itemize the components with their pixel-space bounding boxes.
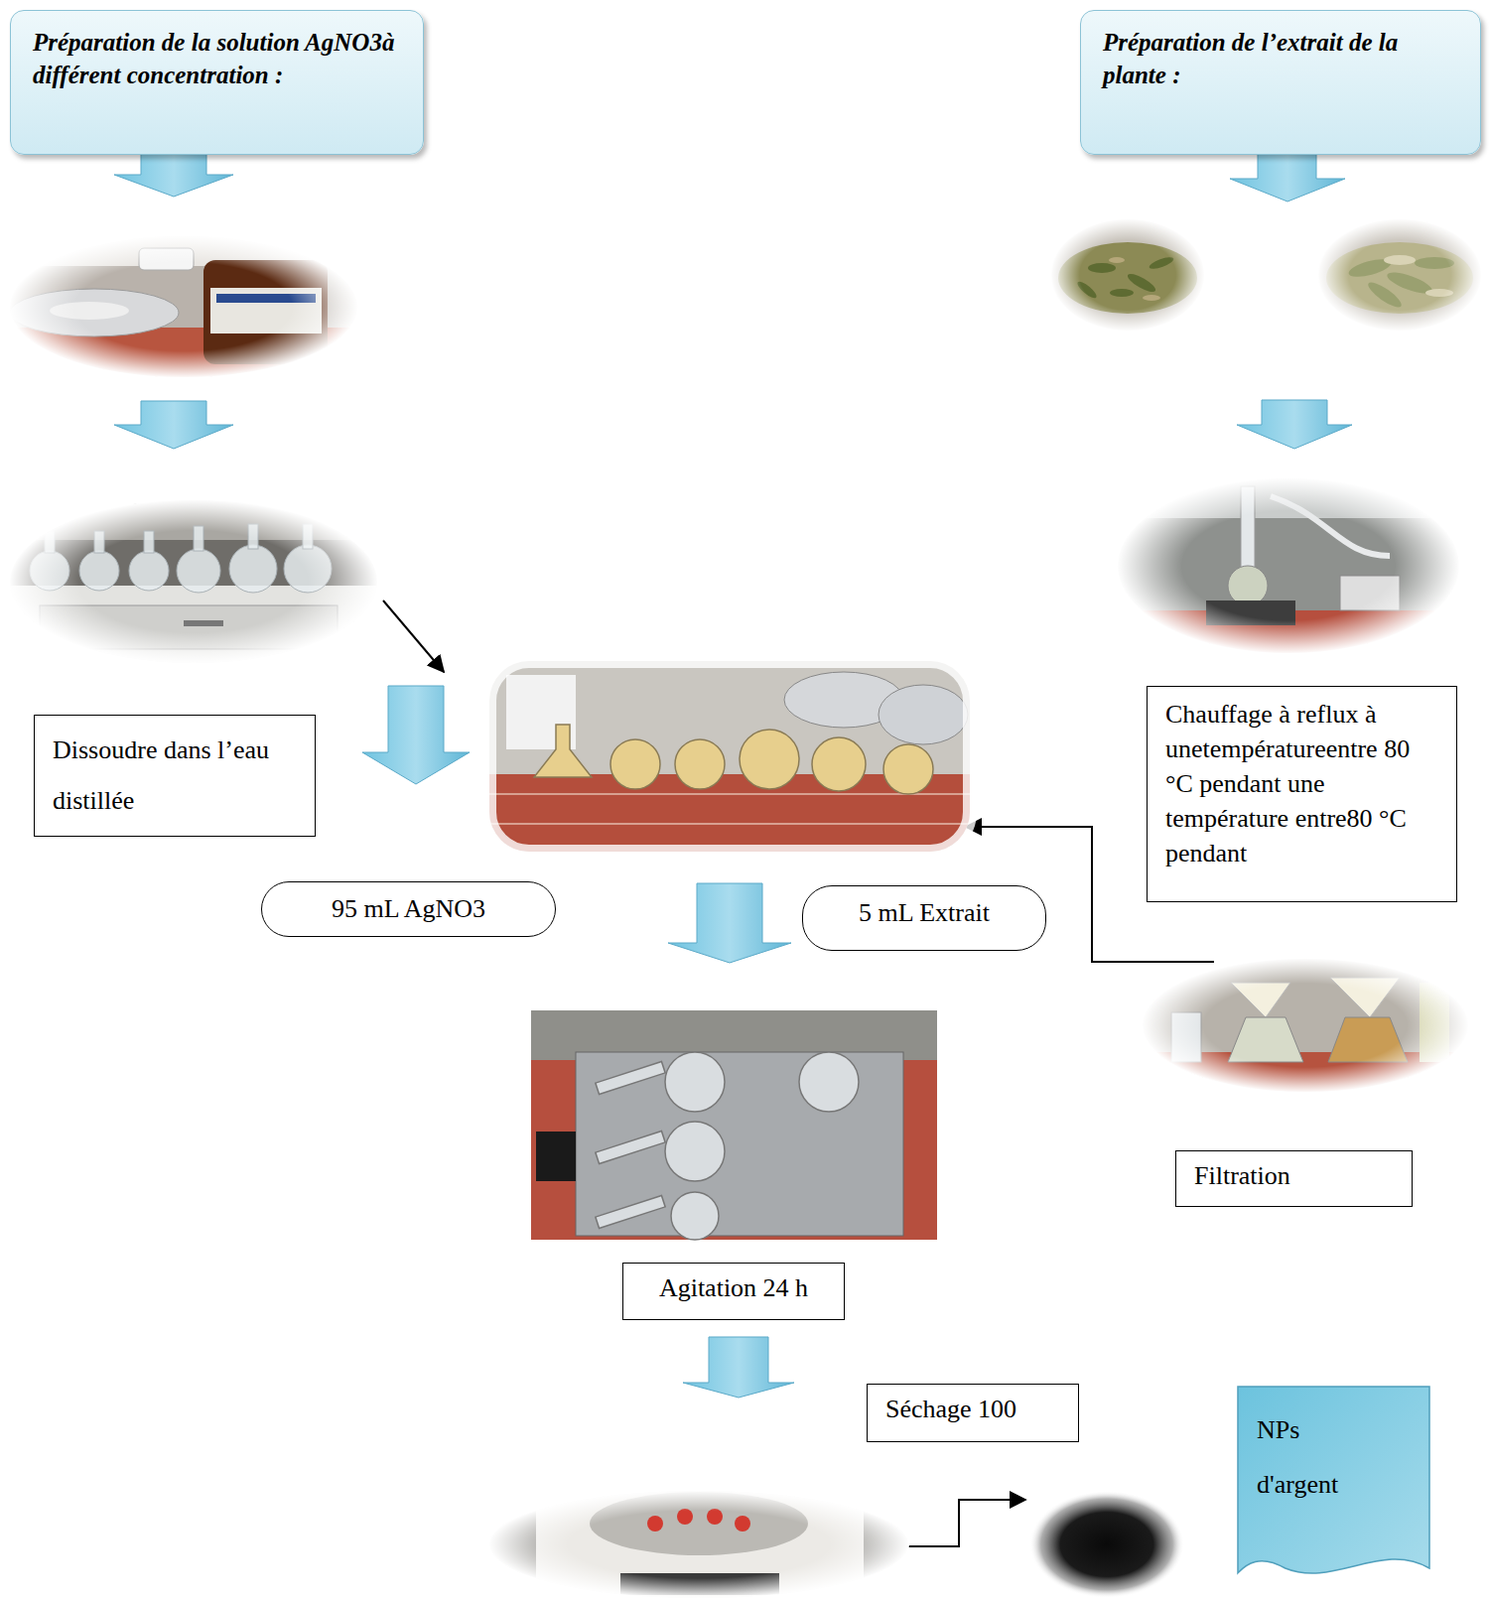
photo-mixtures [489,661,970,852]
section-title-box: Préparation de l’extrait de la plante : [1080,9,1482,155]
process-box: Dissoudre dans l’eau distillée [33,714,316,837]
process-box: Agitation 24 h [622,1262,845,1321]
node-text: Chauffage à reflux à unetempératureentre… [1165,696,1439,871]
thin-arrows [383,600,1215,1547]
block-arrow [1229,152,1346,202]
thin-arrow [383,600,444,673]
result-banner: NPs d'argent [1236,1385,1431,1593]
node-text: Préparation de la solution AgNO3à différ… [32,26,402,92]
node-text: Dissoudre dans l’eau distillée [52,725,297,826]
node-text: Agitation 24 h [641,1273,826,1304]
photo-filtration [1142,958,1470,1092]
process-box: Chauffage à reflux à unetempératureentre… [1146,685,1458,903]
node-text: Séchage 100 [885,1394,1061,1425]
process-box: Séchage 100 [866,1383,1080,1443]
banner-shape [1237,1386,1430,1574]
photo-centrifuge [489,1489,909,1600]
node-text: Préparation de l’extrait de la plante : [1102,26,1459,92]
node-text: Filtration [1194,1161,1394,1192]
process-box: Filtration [1175,1150,1413,1208]
photo-flasks [9,500,378,664]
block-arrow [1236,400,1353,449]
photo-leaves-dark [1051,219,1205,331]
block-arrow [682,1337,795,1398]
block-arrow [114,152,234,197]
photo-reflux [1117,478,1460,654]
quantity-pill: 95 mL AgNO3 [261,881,556,938]
photo-silver-nitrate [9,236,358,378]
node-text: NPs d'argent [1256,1403,1368,1512]
block-arrow [362,685,470,785]
photo-stirring [531,1010,938,1240]
block-arrow [668,883,792,963]
quantity-pill: 5 mL Extrait [802,885,1047,951]
nanoparticle-powder [1029,1490,1185,1599]
section-title-box: Préparation de la solution AgNO3à différ… [9,9,424,155]
photo-leaves-pale [1318,219,1482,331]
node-text: 95 mL AgNO3 [283,894,534,925]
block-arrow [114,401,234,449]
node-text: 5 mL Extrait [824,898,1024,929]
